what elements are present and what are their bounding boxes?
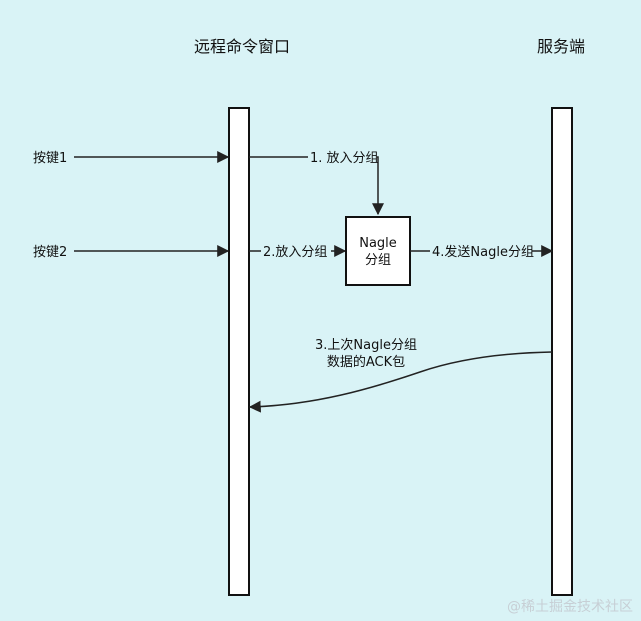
step-4-label: 4.发送Nagle分组 (432, 244, 534, 260)
step-3-label-line-1: 3.上次Nagle分组 (315, 337, 417, 353)
watermark-text: @稀土掘金技术社区 (507, 599, 633, 615)
nagle-box-line-2: 分组 (365, 253, 391, 268)
key-2-label: 按键2 (33, 245, 67, 260)
step-3-label-line-2: 数据的ACK包 (327, 354, 405, 370)
ack-return-arrow (248, 351, 553, 413)
step-1-label: 1. 放入分组 (310, 151, 379, 166)
server-title: 服务端 (537, 37, 585, 56)
remote-window-title: 远程命令窗口 (194, 37, 290, 56)
remote-lifeline-bar (228, 107, 250, 596)
step-2-label: 2.放入分组 (263, 245, 327, 260)
step-1-line-right (372, 156, 384, 216)
server-lifeline-bar (551, 107, 573, 596)
key-1-label: 按键1 (33, 151, 67, 166)
nagle-box-line-1: Nagle (359, 236, 397, 251)
nagle-packet-box (345, 216, 411, 286)
